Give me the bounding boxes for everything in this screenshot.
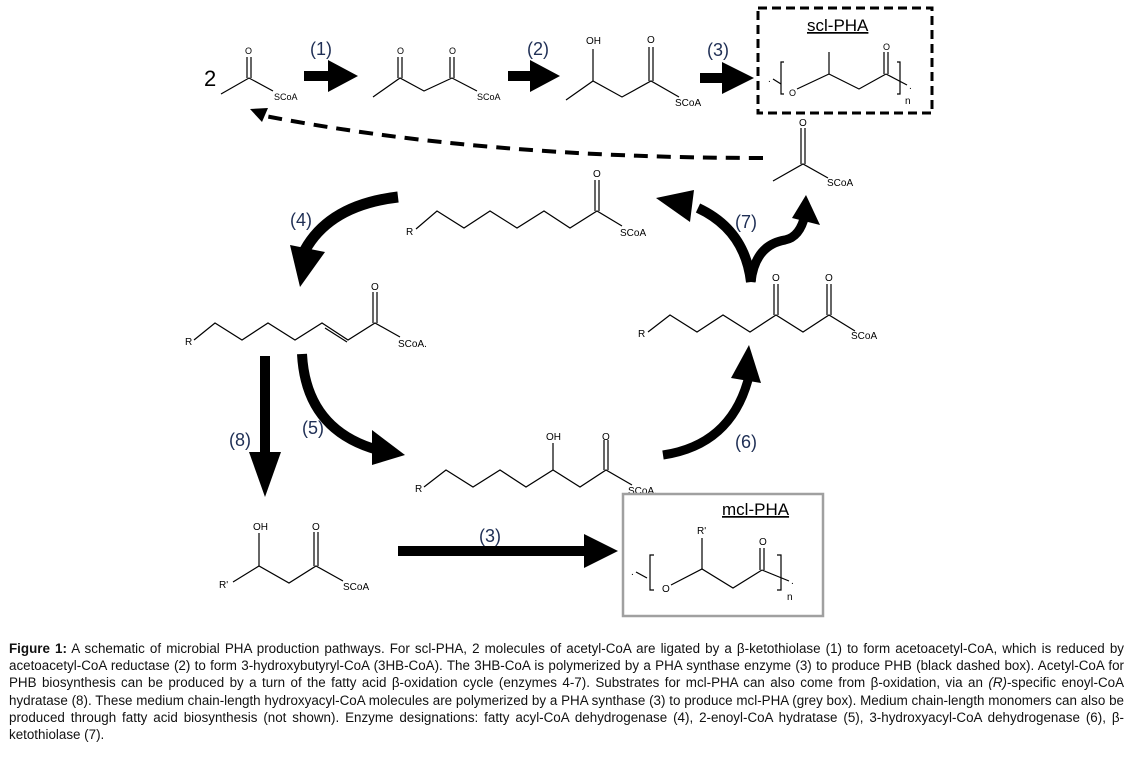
- caption-italic: (R): [988, 675, 1007, 691]
- atom-o: O: [789, 88, 796, 98]
- scl-pha-box: scl-PHA . O O . n: [756, 6, 934, 115]
- molecule-acetyl-coa: O SCoA: [220, 46, 298, 102]
- atom-o: O: [647, 35, 655, 46]
- atom-scoa: SCoA: [620, 228, 646, 239]
- end-dot: .: [909, 81, 912, 92]
- atom-o: O: [593, 169, 601, 180]
- reaction-arrow-8: (8): [229, 356, 281, 497]
- molecule-3-hydroxybutyryl-coa: OH O SCoA: [565, 35, 701, 109]
- atom-o: O: [312, 522, 320, 533]
- figure-caption: Figure 1: A schematic of microbial PHA p…: [9, 640, 1124, 743]
- reaction-arrow-6: (6): [662, 345, 761, 460]
- atom-o: O: [825, 273, 833, 284]
- mcl-pha-title: mcl-PHA: [722, 500, 790, 519]
- molecule-acetyl-coa-released: O SCoA: [772, 118, 853, 189]
- atom-o: O: [662, 584, 670, 595]
- molecule-enoyl-coa: R O SCoA.: [185, 282, 427, 350]
- repeat-n: n: [787, 592, 793, 603]
- step-label-3-top: (3): [707, 40, 729, 60]
- atom-scoa: SCoA: [851, 331, 877, 342]
- dashed-return-arrow: [250, 108, 764, 160]
- atom-oh: OH: [546, 432, 561, 443]
- atom-o: O: [245, 46, 252, 56]
- step-label-3-bottom: (3): [479, 526, 501, 546]
- atom-scoa: SCoA: [343, 582, 369, 593]
- atom-r: R: [185, 337, 192, 348]
- atom-scoa: SCoA.: [628, 486, 657, 497]
- caption-text: A schematic of microbial PHA production …: [9, 641, 1124, 691]
- atom-scoa: SCoA: [675, 98, 701, 109]
- end-dot: .: [791, 576, 794, 587]
- atom-oh: OH: [586, 36, 601, 47]
- atom-r-prime: R': [219, 580, 228, 591]
- step-label-1: (1): [310, 39, 332, 59]
- step-label-2: (2): [527, 39, 549, 59]
- end-dot: .: [768, 74, 771, 85]
- step-label-6: (6): [735, 432, 757, 452]
- atom-o: O: [772, 273, 780, 284]
- reaction-arrow-5: (5): [297, 353, 405, 465]
- atom-r: R: [638, 329, 645, 340]
- reaction-arrow-2: (2): [508, 39, 560, 92]
- atom-o: O: [759, 537, 767, 548]
- atom-o: O: [602, 432, 610, 443]
- pha-pathway-diagram: 2 O SCoA (1) O O SCoA (2) OH O SC: [185, 6, 934, 618]
- atom-o: O: [449, 46, 456, 56]
- reaction-arrow-7: (7): [656, 190, 820, 283]
- molecule-r-3-hydroxyacyl-coa: R' OH O SCoA: [219, 522, 369, 593]
- atom-r: R: [406, 227, 413, 238]
- atom-oh: OH: [253, 522, 268, 533]
- caption-label: Figure 1:: [9, 641, 67, 656]
- scl-pha-title: scl-PHA: [807, 16, 869, 35]
- step-label-5: (5): [302, 418, 324, 438]
- step-label-4: (4): [290, 210, 312, 230]
- molecule-3-ketoacyl-coa: R O O SCoA: [638, 273, 877, 342]
- atom-scoa: SCoA: [477, 92, 501, 102]
- atom-o: O: [799, 118, 807, 129]
- molecule-3-hydroxyacyl-coa: R OH O SCoA.: [415, 432, 657, 497]
- reaction-arrow-1: (1): [304, 39, 358, 92]
- coefficient-two: 2: [204, 66, 216, 91]
- reaction-arrow-3-top: (3): [700, 40, 754, 94]
- atom-scoa: SCoA.: [398, 339, 427, 350]
- atom-o: O: [397, 46, 404, 56]
- reaction-arrow-3-bottom: (3): [398, 526, 618, 568]
- atom-scoa: SCoA: [274, 92, 298, 102]
- end-dot: .: [631, 567, 634, 578]
- molecule-acyl-coa: R O SCoA: [406, 169, 646, 239]
- step-label-8: (8): [229, 430, 251, 450]
- atom-o: O: [883, 42, 890, 52]
- atom-r: R: [415, 484, 422, 495]
- repeat-n: n: [905, 96, 911, 107]
- step-label-7: (7): [735, 212, 757, 232]
- atom-scoa: SCoA: [827, 178, 853, 189]
- mcl-pha-box: mcl-PHA . O R' O . n: [621, 492, 825, 618]
- reaction-arrow-4: (4): [290, 191, 399, 287]
- atom-o: O: [371, 282, 379, 293]
- molecule-acetoacetyl-coa: O O SCoA: [372, 46, 501, 102]
- atom-r-prime: R': [697, 526, 706, 537]
- caption-text-2: -specific enoyl-CoA hydratase (8). These…: [9, 675, 1124, 743]
